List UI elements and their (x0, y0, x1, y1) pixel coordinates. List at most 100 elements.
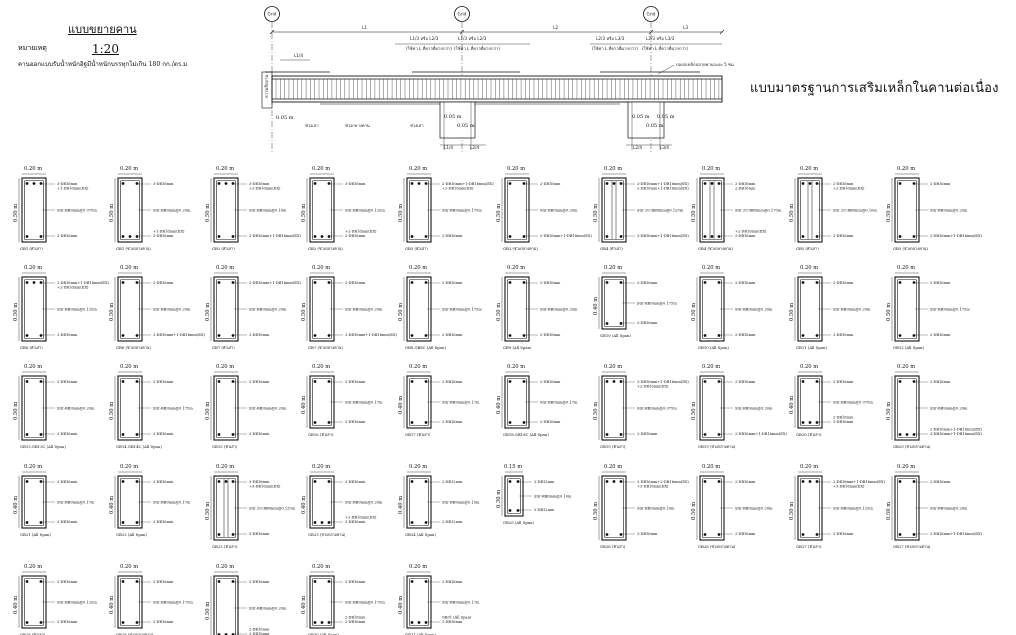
bottom-rebar (717, 235, 721, 238)
bottom-rebar (424, 521, 428, 524)
top-rebar (231, 281, 235, 284)
top-rebar (39, 182, 43, 185)
section-width-label: 0.20 m (604, 265, 622, 271)
top-bar-callout: 2-DB16mm (833, 281, 854, 285)
top-bar-callout: 2-DB16mm (153, 380, 174, 384)
bottom-rebar (801, 533, 805, 536)
top-bar-callout: 2-DB12mm (442, 480, 463, 484)
section-width-label: 0.20 m (800, 166, 818, 172)
stirrup-callout: Stir-RB9mm@0.20m (345, 500, 383, 504)
bottom-rebar (231, 533, 235, 536)
stirrup-callout: Stir-RB9mm@0.20m (930, 208, 968, 212)
bottom-rebar (25, 621, 29, 624)
top-rebar (410, 182, 414, 185)
stirrup-callout: Stir-RB9mm@0.15m (442, 500, 480, 504)
section-caption: GB17 (หัวเสา) (405, 432, 431, 437)
span-label-l3: L3 (683, 25, 688, 30)
note-leader (657, 64, 675, 75)
stirrup-callout: Stir-RB9mm@0.20m (540, 307, 578, 311)
top-rebar (801, 182, 805, 185)
bottom-bar-callout: 2-DB16mm+1-DB16mm(EX) (637, 234, 689, 238)
top-rebar (612, 182, 616, 185)
stirrup-callout: Stir-RB9mm@0.20m (345, 307, 383, 311)
section-depth-label: 0.50 m (301, 303, 307, 321)
section-width-label: 0.20 m (897, 166, 915, 172)
top-rebar (25, 380, 29, 383)
top-rebar (717, 480, 721, 483)
beam-section: 0.20 m0.40 m2-DB16mmStir-RB9mm@0.125m2-D… (13, 564, 97, 635)
beam-section: 0.20 m0.40 m2-DB16mmStir-RB9mm@0.17m2-DB… (301, 364, 383, 437)
bottom-rebar (516, 509, 520, 512)
bottom-bar-callout: 2-DB16mm (637, 321, 658, 325)
span-label-l1: L1 (362, 25, 367, 30)
top-rebar (912, 281, 916, 284)
stirrup-callout: Stir-RB9mm@0.20m (249, 307, 287, 311)
top-bar-callout: 2-DB16mm (735, 281, 756, 285)
bottom-bar-callout: 2-DB16mm (442, 620, 463, 624)
top-bar-callout: 2-DB16mm (442, 580, 463, 584)
top-rebar (898, 281, 902, 284)
bottom-rebar (801, 334, 805, 337)
top-rebar (39, 580, 43, 583)
bottom-bar-callout: +2-DB16mm(EX) (345, 516, 377, 520)
beam-section: 0.20 m0.50 m2-DB16mm+1-DB16mm(EX)+2-DB16… (398, 166, 494, 251)
section-width-label: 0.20 m (507, 364, 525, 370)
top-bar-callout: +3-DB16mm(EX) (833, 484, 865, 488)
section-caption: GB4 (หัวเสา) (600, 246, 623, 251)
top-bar-callout: 2-DB16mm+2-DB16mm(EX) (637, 480, 689, 484)
section-depth-label: 0.50 m (691, 303, 697, 321)
section-width-label: 0.20 m (216, 464, 234, 470)
bottom-bar-callout: 2-DB12mm (534, 508, 555, 512)
section-width-label: 0.20 m (24, 265, 42, 271)
span-label-l2: L2 (553, 25, 558, 30)
bottom-rebar (410, 421, 414, 424)
bottom-bar-callout: 2-DB16mm (153, 432, 174, 436)
section-width-label: 0.20 m (216, 166, 234, 172)
bottom-bar-callout: 2-DB16mm (735, 333, 756, 337)
bottom-rebar (717, 533, 721, 536)
top-bar-callout: 2-DB16mm (540, 281, 561, 285)
top-rebar (39, 380, 43, 383)
bottom-rebar (619, 322, 623, 325)
section-caption: GB12 (All Span) (893, 345, 924, 350)
top-rebar (619, 281, 623, 284)
offset-label: 0.05 m (444, 114, 462, 120)
bottom-bar-callout: 2-DB16mm (345, 420, 366, 424)
stirrup-callout: Stir-RB9mm@0.175m (153, 600, 193, 604)
stirrup-callout: Stir-RB9mm@0.075m (637, 406, 677, 410)
section-depth-label: 0.40 m (593, 297, 599, 315)
section-width-label: 0.20 m (507, 265, 525, 271)
top-bar-callout: +2-DB16mm(EX) (249, 186, 281, 190)
section-depth-label: 0.40 m (789, 396, 795, 414)
section-depth-label: 0.40 m (109, 496, 115, 514)
top-bar-callout: 2-DB16mm (735, 380, 756, 384)
top-rebar (410, 580, 414, 583)
top-rebar (121, 480, 125, 483)
bottom-bar-callout: +1-DB16mm(EX) (153, 230, 185, 234)
dim-tick (719, 29, 725, 35)
top-rebar (717, 182, 721, 185)
section-width-label: 0.20 m (800, 364, 818, 370)
stirrup-callout: Stir-RB9mm@0.20m (930, 406, 968, 410)
beam-section: 0.20 m0.50 m2-DB16mm+2-DB16mm(EX)+3-DB16… (593, 464, 689, 549)
bottom-rebar (703, 533, 707, 536)
top-bar-callout: +3-DB16mm(EX) (637, 484, 669, 488)
top-bar-callout: +2-DB16mm(EX) (833, 186, 865, 190)
top-rebar (327, 580, 331, 583)
section-width-label: 0.20 m (216, 364, 234, 370)
section-depth-label: 0.50 m (691, 402, 697, 420)
section-caption: GB30 (All Span) (308, 632, 339, 635)
top-rebar (522, 182, 526, 185)
bottom-rebar (231, 433, 235, 436)
stirrup-callout: Stir-RB9mm@0.17m (540, 400, 578, 404)
section-width-label: 0.20 m (120, 464, 138, 470)
dim-tick (269, 29, 275, 35)
section-caption: GB5 (หัวเสา) (796, 246, 819, 251)
top-bar-callout: 2-DB16mm+1-DB16mm(EX) (637, 380, 689, 384)
top-bar-callout: 2-DB16mm (442, 281, 463, 285)
bottom-rebar (717, 433, 721, 436)
bottom-bar-callout: 2-DB16mm (637, 532, 658, 536)
section-width-label: 0.20 m (312, 464, 330, 470)
top-rebar (217, 480, 221, 483)
beam-section: 0.20 m0.40 m2-DB16mmStir-RB9mm@0.175m2-D… (301, 564, 385, 635)
